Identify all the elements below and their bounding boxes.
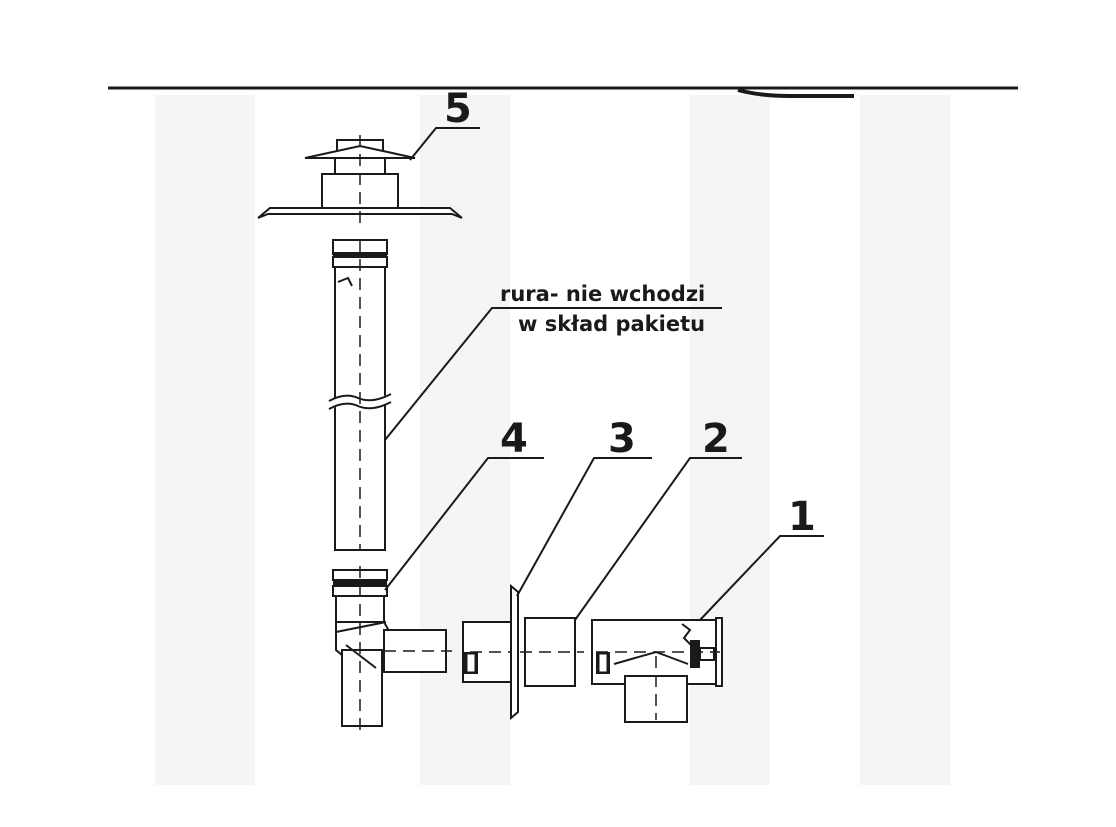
- part-4-leader-line: [384, 457, 544, 591]
- part-2-leader-line: [574, 457, 742, 621]
- part-1-leader-line: [699, 535, 824, 621]
- part-5-label: 5: [444, 86, 472, 132]
- pipe-note-line-2: w skład pakietu: [518, 312, 705, 336]
- background-shading: [155, 95, 950, 785]
- part-3-label: 3: [608, 416, 636, 462]
- part-3-wall-plate: [462, 583, 519, 721]
- part-5-terminal-cap: [257, 135, 463, 225]
- part-5-leader-line: [409, 127, 480, 161]
- pipe-note-line-1: rura- nie wchodzi: [500, 282, 705, 306]
- part-2-label: 2: [702, 416, 730, 462]
- part-4-label: 4: [500, 416, 528, 462]
- part-1-cleanout-tee: [591, 617, 723, 723]
- part-2-adapter: [520, 617, 584, 687]
- part-4-tee-elbow: [332, 566, 452, 732]
- part-1-label: 1: [788, 494, 816, 540]
- pipe-note-leader-line: [384, 307, 722, 441]
- top-rule-mark: [737, 88, 854, 98]
- pipe-section: [328, 239, 392, 551]
- part-3-leader-line: [516, 457, 652, 597]
